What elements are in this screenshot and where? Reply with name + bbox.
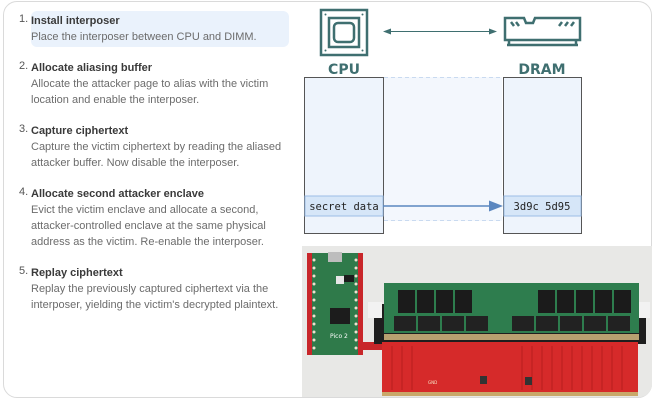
interposer-photo-illustration: Pico 2 xyxy=(302,246,652,397)
cpu-icon xyxy=(319,8,369,57)
step-body-line: Place the interposer between CPU and DIM… xyxy=(31,31,257,43)
step-body-line: Replay the previously captured ciphertex… xyxy=(31,283,269,295)
bidirectional-arrow-icon xyxy=(383,28,497,35)
step-number: 5. xyxy=(19,265,29,277)
step-number: 1. xyxy=(19,13,29,25)
interposer-pcb: GND xyxy=(382,342,638,396)
step-title: Capture ciphertext xyxy=(31,125,129,137)
dram-cell-text: 3d9c 5d95 xyxy=(514,201,571,213)
step-title: Allocate aliasing buffer xyxy=(31,62,153,74)
bus-region xyxy=(384,77,502,221)
step-title: Allocate second attacker enclave xyxy=(31,188,205,200)
step-3[interactable]: 3. Capture ciphertext Capture the victim… xyxy=(19,121,289,173)
pico-board: Pico 2 xyxy=(307,252,363,355)
write-arrow xyxy=(383,200,503,212)
gnd-label: GND xyxy=(428,380,437,385)
step-body-line: location and enable the interposer. xyxy=(31,94,200,106)
step-title: Install interposer xyxy=(31,15,120,27)
step-body-line: address as the victim. Re-enable the int… xyxy=(31,236,264,248)
step-body-line: attacker-controlled enclave at the same … xyxy=(31,220,266,232)
steps-list: 1. Install interposer Place the interpos… xyxy=(19,11,289,326)
hardware-photo: Pico 2 xyxy=(302,246,652,397)
step-number: 3. xyxy=(19,123,29,135)
cpu-label: CPU xyxy=(328,62,360,78)
dram-label: DRAM xyxy=(518,62,565,78)
step-number: 4. xyxy=(19,186,29,198)
cpu-cell-text: secret data xyxy=(309,201,379,213)
step-body-line: interposer, yielding the victim's decryp… xyxy=(31,299,279,311)
dram-cipher-cell xyxy=(503,195,582,217)
step-body-line: Allocate the attacker page to alias with… xyxy=(31,78,269,90)
step-body-line: Capture the victim ciphertext by reading… xyxy=(31,141,282,153)
step-title: Replay ciphertext xyxy=(31,267,123,279)
dram-icon xyxy=(503,16,582,47)
step-4[interactable]: 4. Allocate second attacker enclave Evic… xyxy=(19,184,289,252)
dimm-module xyxy=(384,283,639,333)
step-body-line: Evict the victim enclave and allocate a … xyxy=(31,204,259,216)
step-body-line: attacker buffer. Now disable the interpo… xyxy=(31,157,240,169)
pico-label: Pico 2 xyxy=(330,333,348,340)
memory-diagram: CPU DRAM secret data 3d9c 5d95 xyxy=(304,8,582,234)
step-number: 2. xyxy=(19,60,29,72)
step-2[interactable]: 2. Allocate aliasing buffer Allocate the… xyxy=(19,58,289,110)
step-5[interactable]: 5. Replay ciphertext Replay the previous… xyxy=(19,263,289,315)
step-1[interactable]: 1. Install interposer Place the interpos… xyxy=(19,11,289,47)
